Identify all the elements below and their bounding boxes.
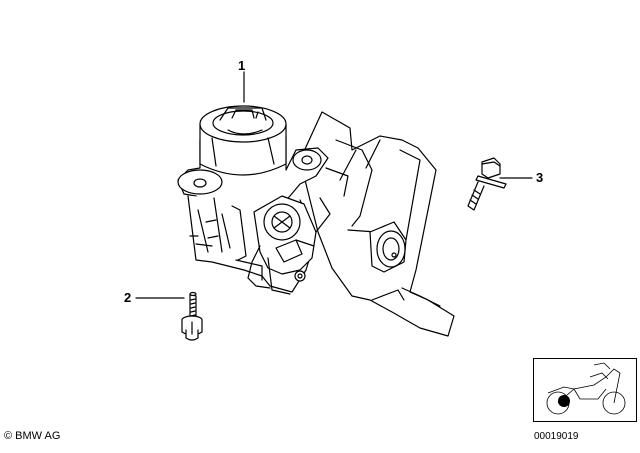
mounting-bracket — [299, 111, 455, 337]
location-thumbnail — [533, 358, 637, 422]
bolt-2 — [181, 291, 203, 341]
bushing — [369, 221, 407, 273]
linkage — [247, 195, 331, 295]
callout-2: 2 — [124, 290, 132, 305]
document-number: 00019019 — [534, 431, 579, 442]
callout-3: 3 — [536, 170, 544, 185]
motorcycle-silhouette-icon — [546, 362, 626, 415]
leader-lines — [135, 71, 533, 299]
bolt-3 — [467, 157, 507, 211]
location-dot-icon — [558, 395, 570, 407]
copyright-text: © BMW AG — [4, 430, 61, 442]
callout-1: 1 — [238, 58, 246, 73]
